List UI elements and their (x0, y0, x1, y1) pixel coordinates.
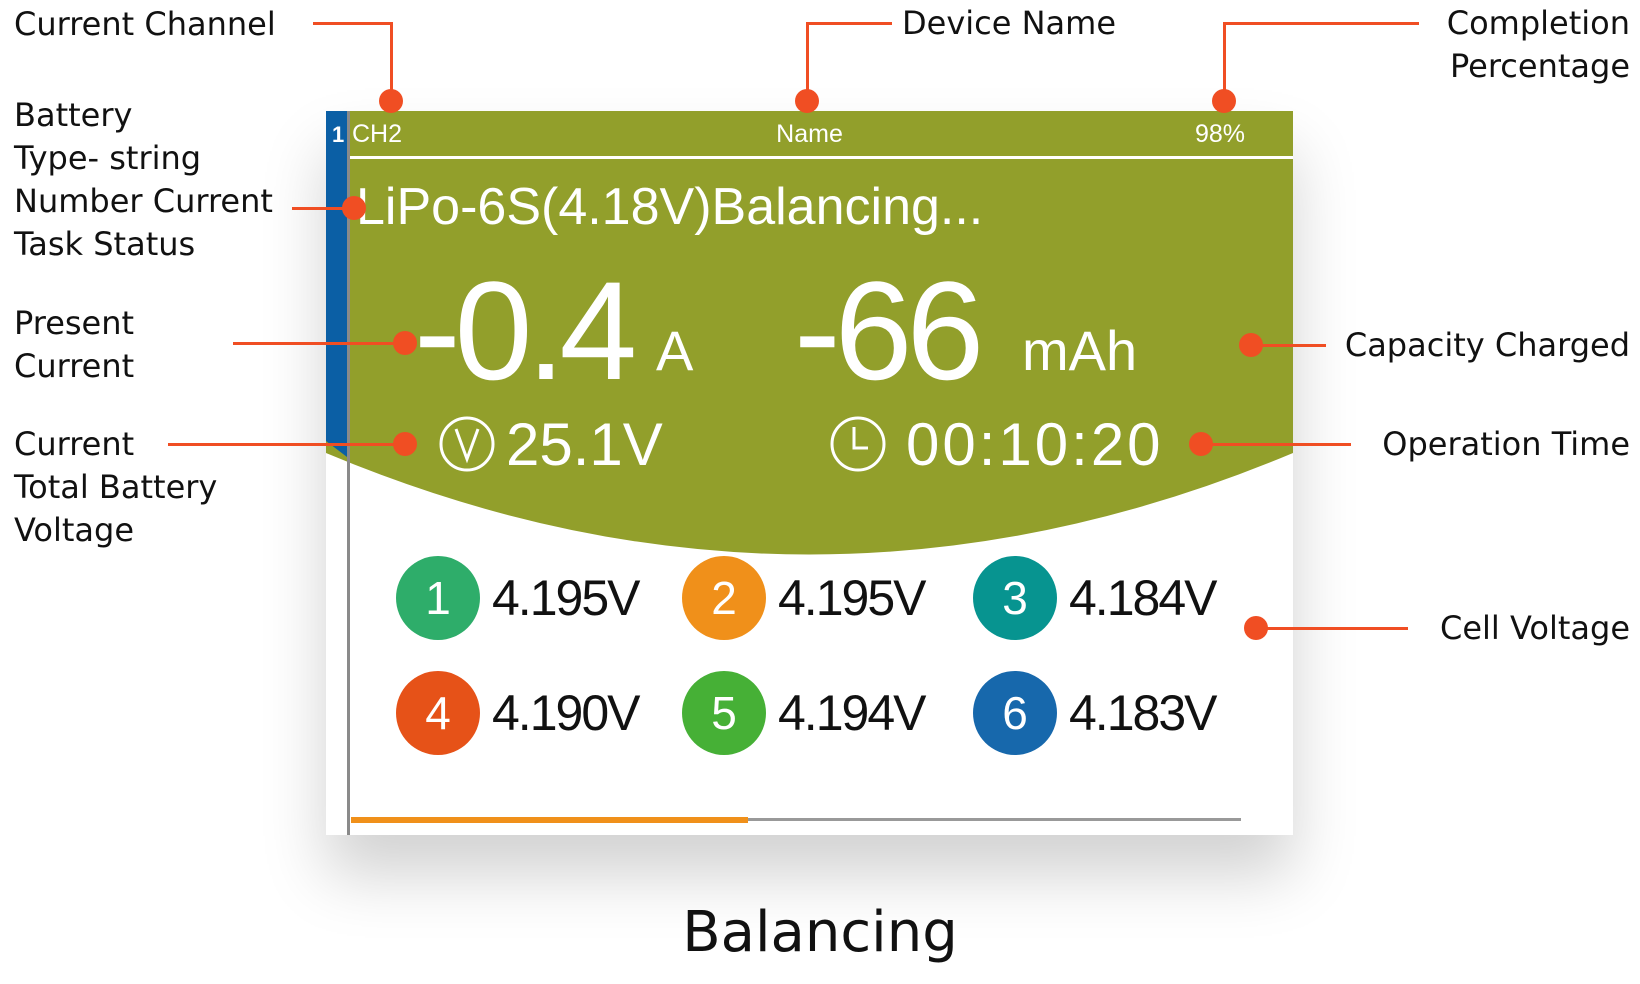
label-operation-time: Operation Time (1382, 425, 1630, 463)
cell-badge: 6 (973, 671, 1057, 755)
slot-number: 1 (332, 122, 345, 147)
callout-line (1256, 627, 1408, 630)
label-line: Present (14, 304, 135, 342)
callout-line (313, 22, 393, 25)
slot-bar (326, 111, 347, 457)
label-line: Completion (1446, 4, 1630, 42)
callout-line (390, 22, 393, 101)
label-battery-type: Battery Type- string Number Current Task… (14, 94, 273, 266)
voltage-icon (439, 416, 495, 472)
callout-line (1223, 22, 1226, 101)
cell-voltage: 4.194V (778, 685, 926, 741)
cell-voltage: 4.190V (492, 685, 640, 741)
progress-fill (351, 817, 748, 823)
label-device-name: Device Name (902, 4, 1117, 42)
cell-voltage: 4.184V (1069, 570, 1217, 626)
cell-badge: 5 (682, 671, 766, 755)
callout-dot (1239, 333, 1263, 357)
callout-dot (379, 89, 403, 113)
header-divider (350, 156, 1293, 159)
present-current: -0.4 (414, 252, 637, 409)
callout-dot (795, 89, 819, 113)
label-current-channel: Current Channel (14, 5, 276, 43)
label-present-current: Present Current (14, 302, 134, 388)
label-line: Percentage (1449, 47, 1630, 85)
clock-icon (830, 416, 886, 472)
clock-hands (852, 427, 868, 450)
cell-badge: 4 (396, 671, 480, 755)
capacity-charged: -66 (794, 252, 984, 409)
label-line: Number Current (14, 182, 273, 220)
screen-background (326, 111, 1293, 835)
label-line: Current (14, 347, 135, 385)
callout-line (168, 443, 405, 446)
label-cell-voltage: Cell Voltage (1439, 609, 1630, 647)
label-capacity-charged: Capacity Charged (1344, 326, 1630, 364)
progress-track (748, 818, 1241, 821)
divider-vertical (347, 111, 350, 835)
callout-line (806, 22, 809, 101)
cell-voltage: 4.183V (1069, 685, 1217, 741)
callout-line (1251, 344, 1326, 347)
callout-dot (1189, 432, 1213, 456)
cell-voltage: 4.195V (492, 570, 640, 626)
callout-line (233, 342, 405, 345)
channel: CH2 (352, 120, 403, 148)
label-line: Current (14, 425, 135, 463)
label-line: Total Battery (14, 468, 218, 506)
charger-screen: 1 CH2 Name 98% LiPo-6S(4.18V)Balancing..… (326, 111, 1293, 835)
callout-dot (393, 331, 417, 355)
callout-line (292, 207, 354, 210)
capacity-unit: mAh (1022, 319, 1138, 382)
label-total-voltage: Current Total Battery Voltage (14, 423, 217, 552)
callout-line (806, 22, 892, 25)
total-voltage: 25.1V (506, 411, 663, 478)
label-completion-percentage: Completion Percentage (1447, 2, 1630, 88)
callout-dot (1244, 616, 1268, 640)
current-unit: A (656, 319, 694, 382)
label-line: Type- string (14, 139, 202, 177)
callout-dot (1212, 89, 1236, 113)
completion-percentage: 98% (1194, 120, 1245, 148)
callout-line (1223, 22, 1419, 25)
cell-badge: 1 (396, 556, 480, 640)
device-name: Name (776, 120, 843, 148)
caption: Balancing (682, 900, 958, 965)
cell-badge: 3 (973, 556, 1057, 640)
cell-badge: 2 (682, 556, 766, 640)
label-line: Voltage (14, 511, 135, 549)
cell-voltage: 4.195V (778, 570, 926, 626)
voltage-icon-glyph (454, 428, 480, 464)
callout-dot (393, 432, 417, 456)
callout-line (1201, 443, 1351, 446)
task-status: LiPo-6S(4.18V)Balancing... (356, 178, 984, 236)
green-panel (326, 111, 1293, 555)
operation-time: 00:10:20 (906, 411, 1164, 478)
label-line: Battery (14, 96, 133, 134)
callout-dot (342, 196, 366, 220)
label-line: Task Status (14, 225, 196, 263)
